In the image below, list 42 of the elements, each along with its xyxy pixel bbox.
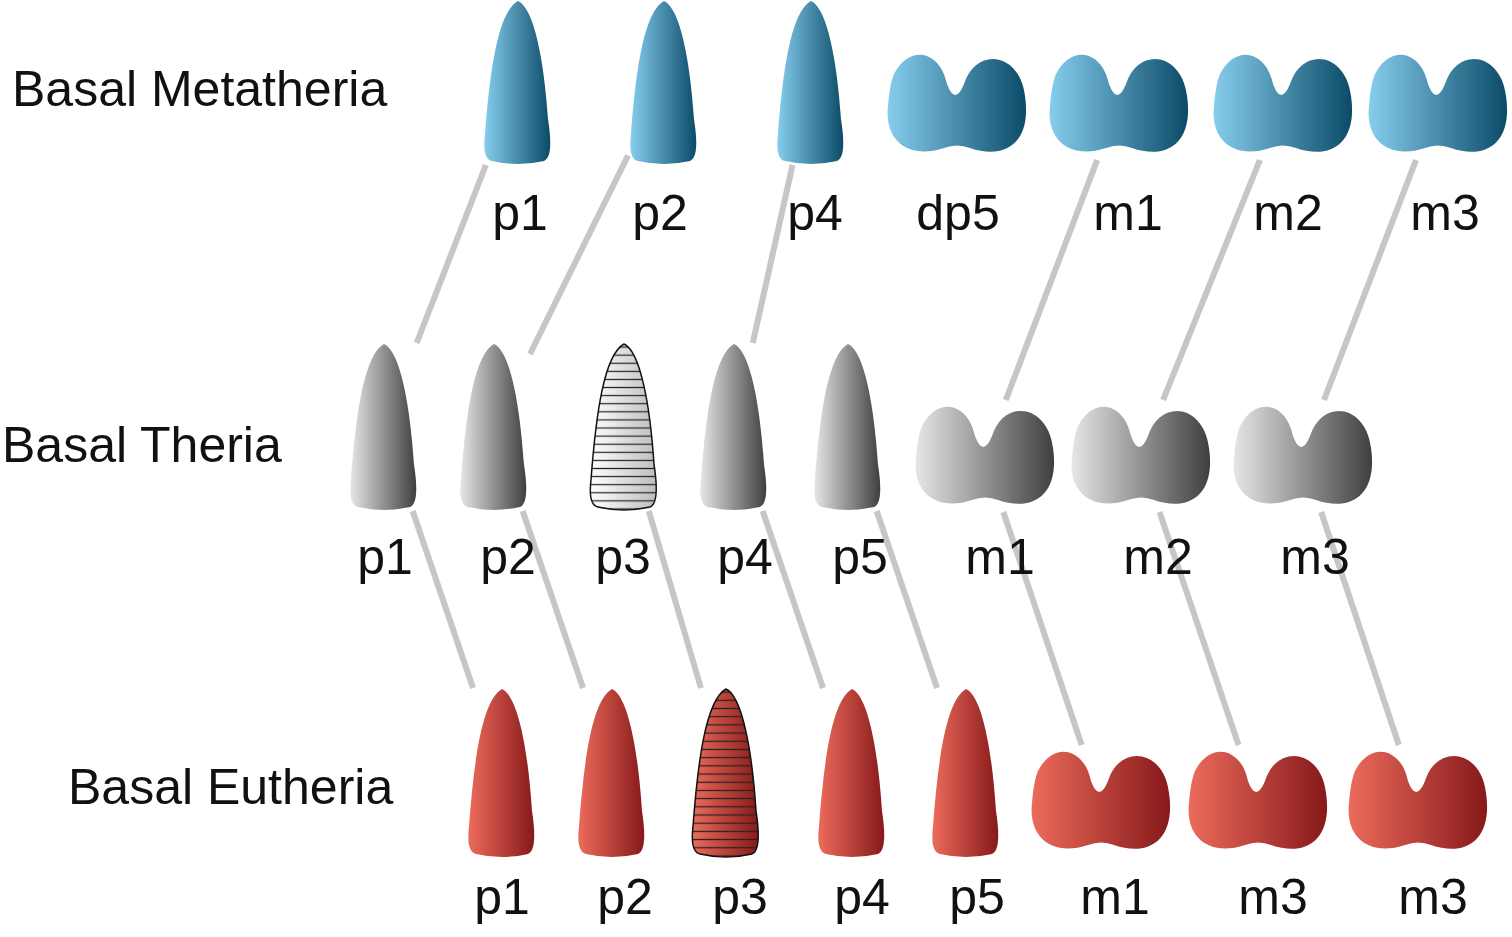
tooth-label: p2 bbox=[632, 188, 688, 238]
connector-line bbox=[413, 163, 489, 345]
row-title: Basal Eutheria bbox=[68, 762, 394, 812]
tooth-label: m1 bbox=[965, 532, 1035, 582]
connector-line bbox=[1321, 158, 1419, 402]
connector-line bbox=[645, 510, 704, 689]
connector-line bbox=[409, 510, 476, 689]
connector-line bbox=[519, 510, 586, 689]
tooth-label: p1 bbox=[492, 188, 548, 238]
tooth-label: p5 bbox=[949, 872, 1005, 922]
connector-line bbox=[527, 154, 631, 356]
tooth-label: p1 bbox=[474, 872, 530, 922]
tooth-label: p3 bbox=[712, 872, 768, 922]
connector-line bbox=[1318, 511, 1402, 746]
tooth-label: p3 bbox=[595, 532, 651, 582]
tooth-label: m1 bbox=[1080, 872, 1150, 922]
tooth-label: dp5 bbox=[916, 188, 1000, 238]
tooth-label: m1 bbox=[1093, 188, 1163, 238]
tooth-label: p4 bbox=[787, 188, 843, 238]
tooth-label: p1 bbox=[357, 532, 413, 582]
connector-line bbox=[1160, 158, 1263, 402]
tooth-label: p4 bbox=[717, 532, 773, 582]
tooth-label: m3 bbox=[1238, 872, 1308, 922]
tooth-label: p4 bbox=[834, 872, 890, 922]
row-title: Basal Theria bbox=[2, 420, 282, 470]
tooth-label: p5 bbox=[832, 532, 888, 582]
row-title: Basal Metatheria bbox=[12, 64, 388, 114]
connector-line bbox=[1003, 158, 1100, 402]
tooth-label: p2 bbox=[597, 872, 653, 922]
connector-line bbox=[749, 164, 796, 344]
connector-line bbox=[873, 510, 940, 689]
connector-line bbox=[759, 510, 826, 689]
hatched-premolar-tooth bbox=[588, 343, 660, 511]
tooth-label: m3 bbox=[1410, 188, 1480, 238]
hatched-premolar-tooth bbox=[690, 688, 762, 858]
tooth-label: p2 bbox=[480, 532, 536, 582]
tooth-label: m3 bbox=[1280, 532, 1350, 582]
tooth-label: m2 bbox=[1123, 532, 1193, 582]
connector-line bbox=[1156, 511, 1242, 746]
tooth-label: m2 bbox=[1253, 188, 1323, 238]
tooth-label: m3 bbox=[1398, 872, 1468, 922]
connector-line bbox=[1000, 511, 1085, 746]
